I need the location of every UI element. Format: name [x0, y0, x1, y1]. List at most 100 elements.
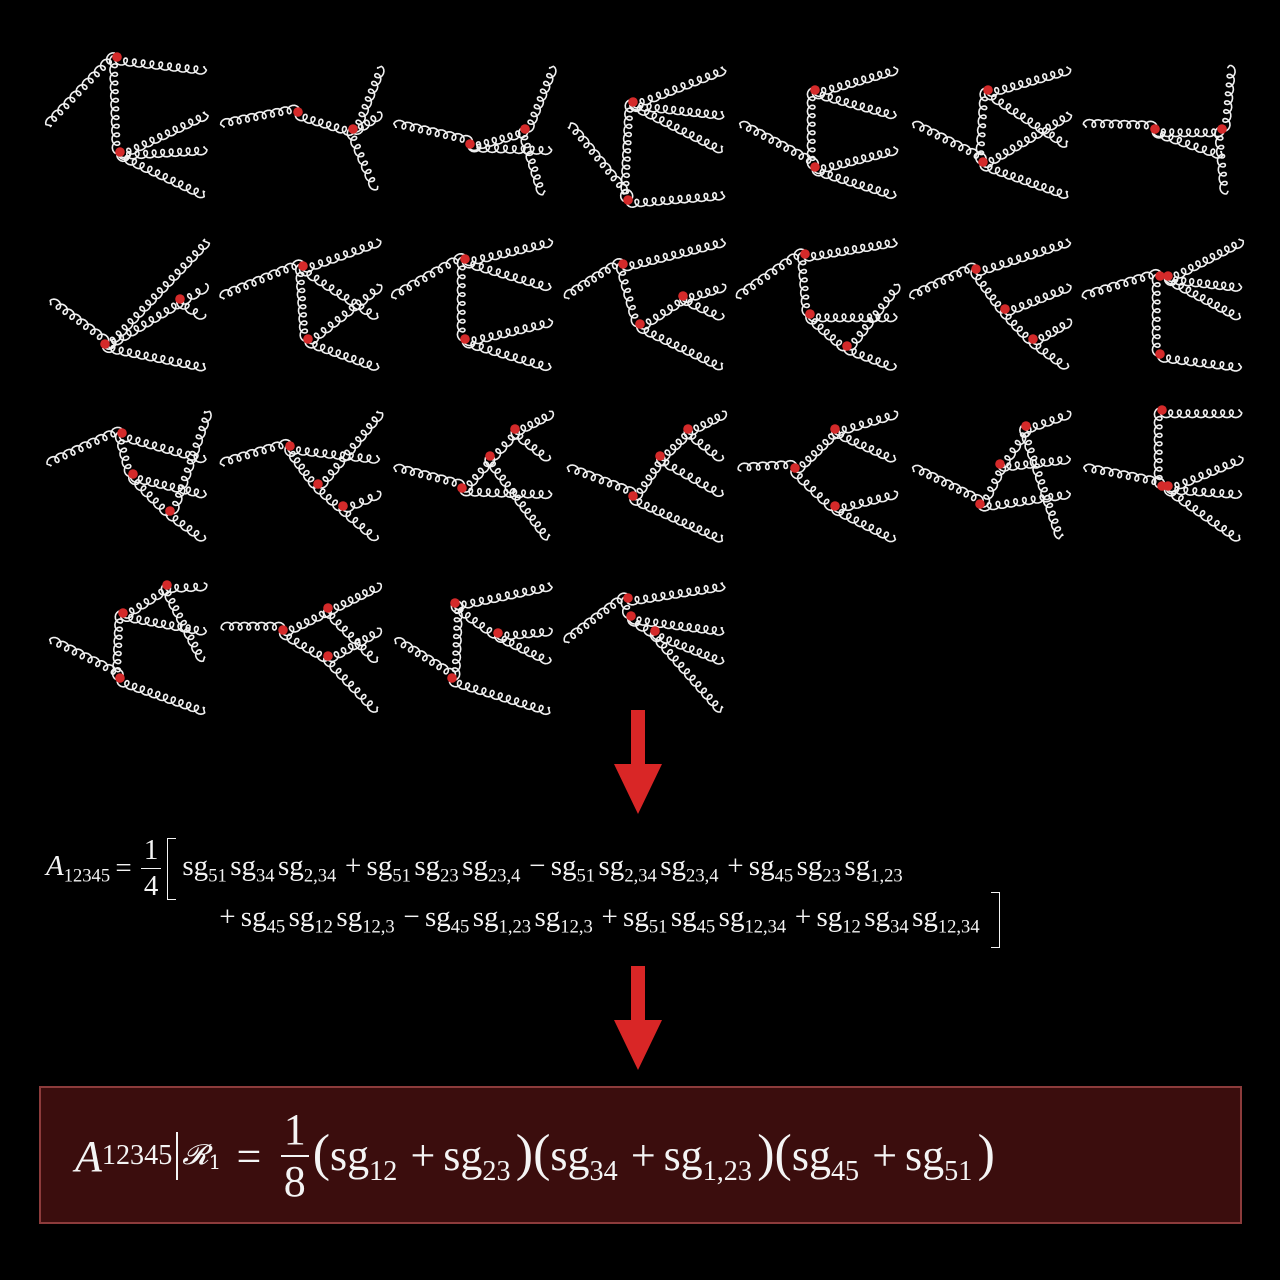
gluon-line — [621, 238, 726, 272]
vertex-dot — [162, 580, 172, 590]
gluon-line — [116, 151, 206, 199]
gluon-line — [165, 510, 207, 542]
vertex-dot — [100, 339, 110, 349]
gluon-line — [1083, 463, 1166, 487]
gluon-line — [806, 87, 816, 170]
sg-factor: sg51 — [623, 901, 667, 937]
gluon-diagram-icon — [1081, 238, 1245, 372]
gluon-line — [303, 338, 380, 371]
sg-subscript: 34 — [589, 1155, 618, 1187]
right-bracket — [991, 892, 1001, 948]
gluon-line — [974, 87, 989, 165]
sg-factor: sg34 — [230, 850, 274, 886]
feynman-diagram-23 — [218, 568, 390, 728]
sg-factor: sg12,3 — [535, 901, 593, 937]
lhs-subscript: 12345 — [63, 865, 111, 887]
vertex-dot — [115, 673, 125, 683]
feynman-diagram-10 — [390, 224, 562, 384]
vertex-dot — [1163, 271, 1173, 281]
feynman-diagram-4 — [563, 52, 735, 212]
gluon-line — [735, 248, 806, 300]
gluon-line — [1166, 238, 1245, 283]
sg-subscript: 51 — [208, 865, 227, 887]
sg-factor: sg12 — [330, 1131, 397, 1187]
gluon-line — [985, 66, 1071, 98]
gluon-line — [978, 462, 1006, 508]
sg-symbol: sg — [718, 901, 745, 934]
gluon-line — [467, 143, 553, 156]
gluon-line — [738, 120, 820, 168]
operator-sign: − — [529, 849, 546, 882]
gluon-diagram-icon — [44, 52, 209, 199]
vertex-dot — [312, 479, 323, 489]
gluon-line — [563, 258, 624, 300]
sg-subscript: 23,4 — [487, 865, 521, 887]
operator-sign: + — [344, 849, 362, 882]
vertex-dot — [627, 491, 638, 501]
gluon-diagram-icon — [394, 582, 553, 716]
vertex-dot — [622, 195, 633, 205]
feynman-diagram-25 — [562, 568, 735, 728]
sg-factor: sg45 — [792, 1131, 859, 1187]
sg-factor: sg51 — [550, 849, 595, 886]
gluon-diagram-icon — [735, 238, 901, 371]
sg-symbol: sg — [443, 1131, 483, 1181]
gluon-line — [118, 432, 207, 464]
left-bracket — [167, 837, 177, 900]
feynman-diagram-19 — [735, 396, 907, 556]
feynman-diagram-3 — [390, 52, 562, 212]
gluon-line — [1003, 283, 1072, 316]
sg-factor: sg34 — [550, 1131, 617, 1187]
gluon-line — [969, 267, 1006, 314]
sg-factor: sg12,34 — [718, 901, 787, 937]
gluon-line — [1157, 353, 1243, 372]
result-prefactor: 1 8 — [280, 1108, 309, 1204]
feynman-diagram-1 — [44, 52, 217, 212]
vertex-dot — [830, 424, 840, 434]
gluon-line — [638, 295, 687, 330]
gluon-line — [655, 455, 724, 497]
gluon-line — [911, 120, 987, 163]
vertex-dot — [625, 611, 636, 621]
sg-symbol: sg — [550, 849, 577, 882]
arrow-shape — [614, 966, 662, 1070]
gluon-line — [114, 430, 134, 478]
sg-factor: sg45 — [749, 850, 793, 886]
vertex-dot — [322, 603, 333, 613]
vertex-dot — [805, 309, 815, 319]
left-paren: ( — [312, 1125, 331, 1183]
vertex-dot — [128, 469, 138, 479]
sg-subscript: 23 — [482, 1155, 511, 1187]
vertex-dot — [460, 254, 470, 264]
gluon-line — [176, 298, 207, 320]
feynman-diagram-15 — [45, 396, 217, 556]
restriction-bar — [176, 1132, 179, 1180]
gluon-line — [219, 438, 292, 467]
arrow-shape — [614, 710, 662, 814]
sg-symbol: sg — [366, 849, 393, 882]
sg-subscript: 51 — [392, 865, 411, 887]
sg-subscript: 12,34 — [937, 916, 980, 938]
vertex-dot — [1027, 334, 1038, 344]
gluon-line — [121, 584, 172, 619]
vertex-dot — [465, 139, 475, 149]
gluon-line — [658, 427, 693, 462]
gluon-line — [1166, 455, 1244, 493]
sg-symbol: sg — [414, 849, 441, 882]
vertex-dot — [112, 52, 122, 62]
gluon-line — [394, 637, 457, 679]
gluon-line — [813, 146, 899, 175]
sg-symbol: sg — [905, 1131, 945, 1181]
feynman-diagram-13 — [908, 224, 1080, 384]
sg-symbol: sg — [240, 901, 267, 934]
sg-subscript: 45 — [774, 865, 794, 887]
vertex-dot — [682, 424, 693, 434]
gluon-line — [978, 161, 1068, 199]
gluon-line — [628, 101, 723, 154]
gluon-line — [489, 428, 521, 461]
gluon-diagram-icon — [737, 410, 899, 543]
gluon-line — [566, 122, 633, 201]
gluon-line — [1151, 273, 1161, 357]
gluon-line — [625, 191, 725, 208]
